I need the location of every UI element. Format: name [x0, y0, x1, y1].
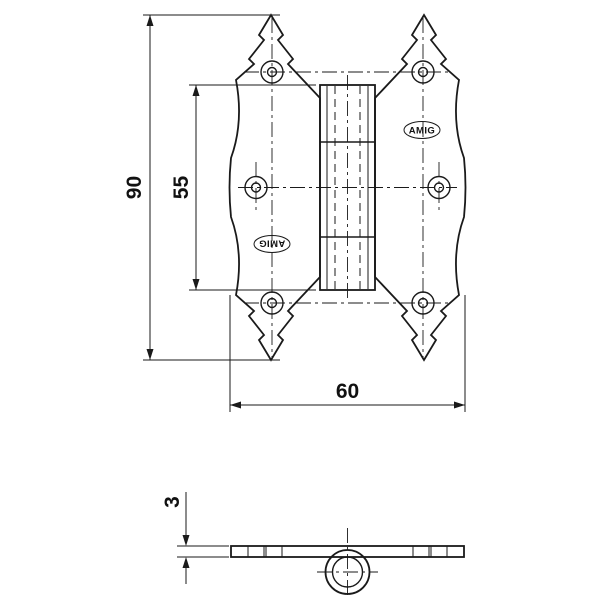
dimension-overall-width: 60 [229, 295, 466, 412]
dimension-arrow [146, 349, 154, 360]
brand-stamp-lower: AMIG [253, 235, 291, 253]
dim-thickness-label: 3 [161, 496, 184, 508]
dimension-overall-height: 90 [123, 14, 280, 361]
front-view: AMIG AMIG [228, 13, 467, 362]
dimension-arrow [182, 535, 190, 546]
dim-width-label: 60 [336, 380, 359, 403]
brand-stamp-text-lower: AMIG [259, 238, 285, 249]
left-leaf-outline [228, 13, 321, 362]
plate-hole-marks [247, 546, 448, 557]
dimension-arrow [454, 401, 465, 409]
brand-oval [253, 235, 291, 253]
dimension-plate-thickness: 3 [161, 492, 229, 584]
brand-stamp-text-upper: AMIG [409, 126, 435, 137]
dim-height-label: 90 [123, 176, 146, 199]
centerlines [238, 18, 457, 357]
dimension-arrow [192, 279, 200, 290]
dimension-arrow [230, 401, 241, 409]
right-leaf-outline [374, 13, 467, 362]
brand-oval [403, 121, 441, 139]
dimension-arrow [192, 85, 200, 96]
dimension-arrow [182, 557, 190, 568]
side-view [230, 528, 465, 599]
brand-stamp-upper: AMIG [403, 121, 441, 139]
dimension-knuckle-length: 55 [170, 84, 316, 291]
dim-knuckle-label: 55 [170, 176, 193, 200]
dimension-arrow [146, 15, 154, 26]
